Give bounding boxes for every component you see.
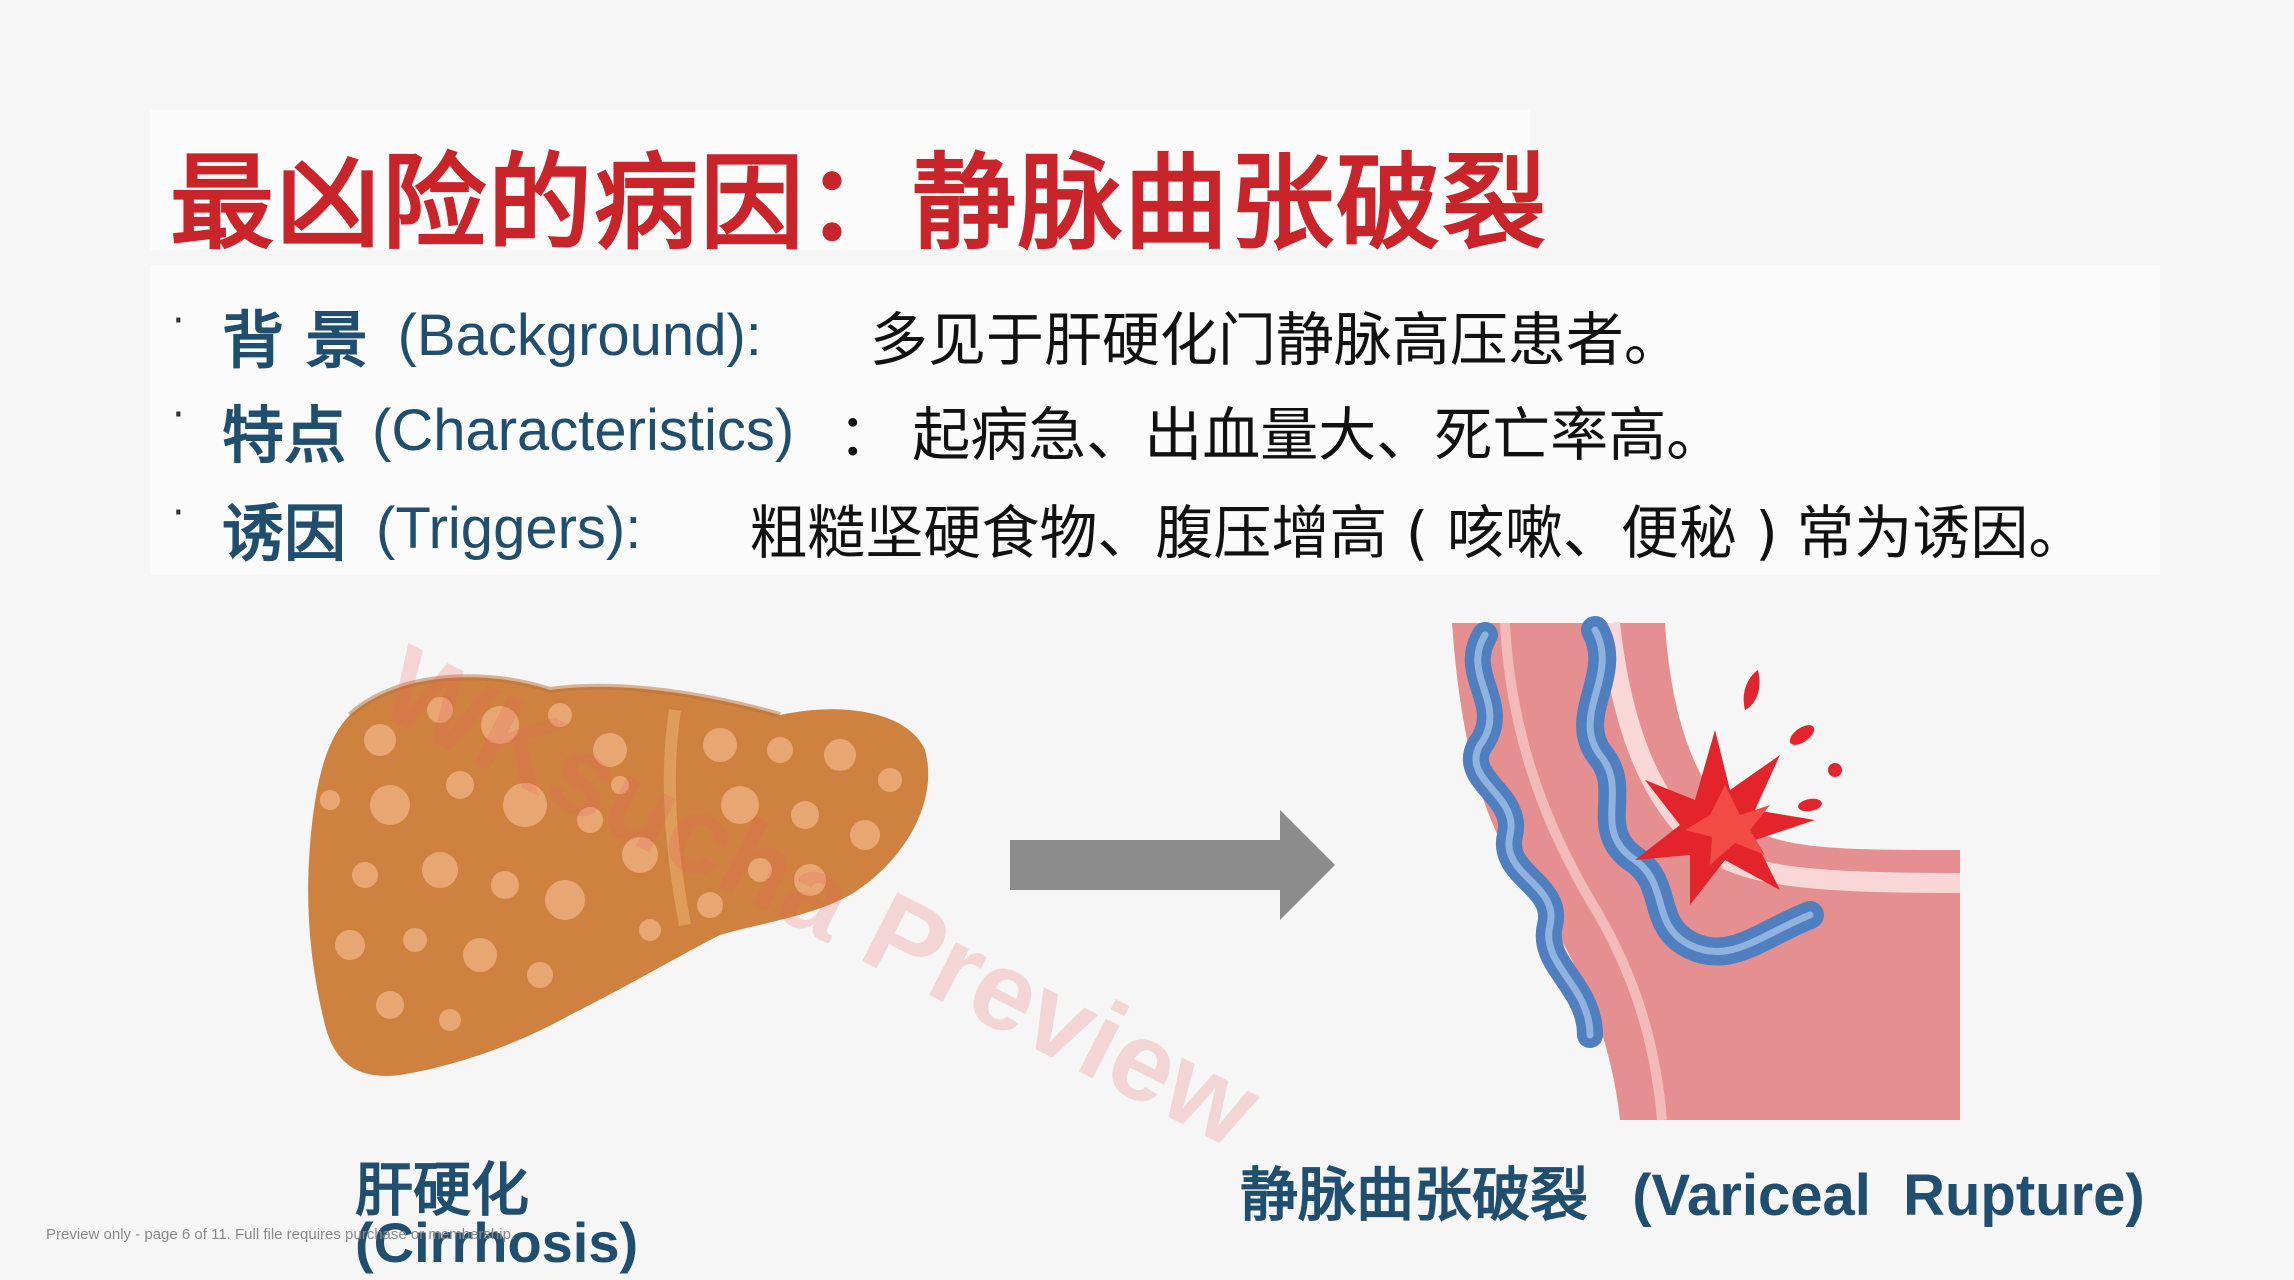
cirrhosis-caption-en-text: (Cirrhosis): [355, 1211, 639, 1274]
bullet-english: (Characteristics): [372, 397, 795, 463]
bullet-background: 背 景 (Background): 多见于肝硬化门静脉高压患者。: [222, 290, 1682, 380]
cirrhosis-caption-en: (Cirrhosis): [355, 1210, 638, 1276]
bullet-english: (Background):: [397, 302, 762, 368]
bullet-label: 特点: [222, 399, 347, 472]
slide-title: 最凶险的病因：静脉曲张破裂: [170, 142, 1549, 264]
bullet-marker: ·: [172, 298, 185, 344]
bullet-colon: ：: [838, 401, 897, 469]
title-band: [150, 110, 1530, 250]
bullet-marker: ·: [172, 392, 185, 438]
bullet-characteristics: 特点 (Characteristics) ： 起病急、出血量大、死亡率高。: [222, 385, 1724, 475]
rupture-caption-cn: 静脉曲张破裂: [1240, 1161, 1589, 1229]
preview-footer: Preview only - page 6 of 11. Full file r…: [46, 1226, 516, 1243]
bullet-triggers: 诱因 (Triggers): 粗糙坚硬食物、腹压增高 ( 咳嗽、便秘 ) 常为诱…: [222, 483, 2086, 573]
bullet-marker: ·: [172, 490, 185, 536]
rupture-caption-en: (Variceal Rupture): [1632, 1163, 2145, 1228]
liver-icon: [308, 674, 929, 1076]
bullets-band: [150, 265, 2160, 575]
right-arrow-icon: [1010, 810, 1335, 920]
rupture-caption: 静脉曲张破裂 (Variceal Rupture): [1240, 1148, 2145, 1232]
bullet-label: 诱因: [222, 497, 347, 570]
esophagus-rupture-icon: [1452, 616, 1960, 1121]
bullet-text: 多见于肝硬化门静脉高压患者。: [869, 306, 1682, 374]
bullet-text: 起病急、出血量大、死亡率高。: [912, 401, 1725, 469]
bullet-label: 背 景: [222, 304, 368, 377]
bullet-text: 粗糙坚硬食物、腹压增高 ( 咳嗽、便秘 ) 常为诱因。: [749, 499, 2087, 567]
bullet-english: (Triggers):: [376, 495, 642, 561]
cirrhosis-caption-cn: 肝硬化: [355, 1156, 530, 1224]
